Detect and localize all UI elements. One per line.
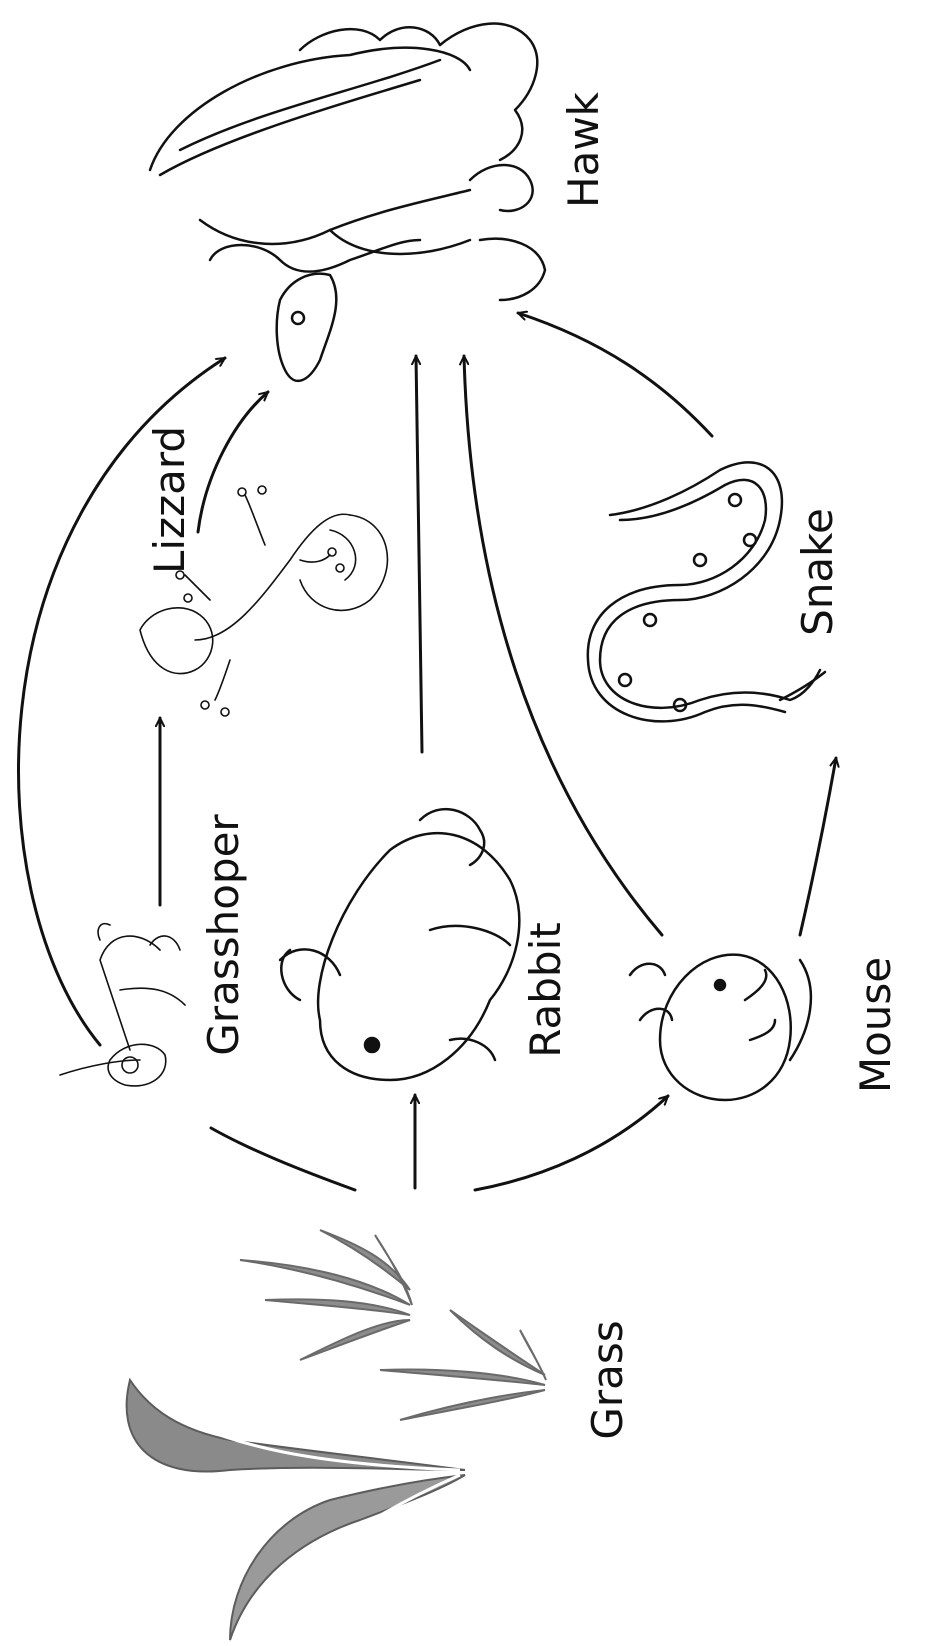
label-snake: Snake [793, 508, 842, 636]
snake-illustration [588, 462, 825, 721]
grasshopper-illustration [60, 924, 185, 1086]
label-mouse: Mouse [851, 957, 900, 1093]
rabbit-illustration [280, 809, 519, 1080]
arrow-mouse-to-hawk [464, 356, 662, 935]
label-rabbit: Rabbit [521, 922, 570, 1057]
hawk-illustration [150, 24, 545, 381]
arrow-lizard-to-hawk [198, 392, 268, 532]
grass-illustration [240, 1230, 546, 1420]
label-grass: Grass [583, 1320, 632, 1439]
arrows [18, 313, 836, 1190]
label-hawk: Hawk [559, 91, 608, 208]
leaf-illustration [127, 1380, 465, 1640]
arrow-grass-to-mouse [475, 1096, 668, 1190]
arrow-grasshopper-to-hawk [18, 358, 225, 1045]
arrow-mouse-to-snake [800, 758, 836, 935]
arrow-rabbit-to-hawk [416, 356, 422, 752]
arrow-snake-to-hawk [518, 313, 712, 436]
mouse-illustration [630, 955, 811, 1100]
label-grasshoper: Grasshoper [199, 814, 248, 1056]
arrow-grass-to-grasshopper [211, 1128, 355, 1190]
label-lizzard: Lizzard [145, 426, 194, 574]
